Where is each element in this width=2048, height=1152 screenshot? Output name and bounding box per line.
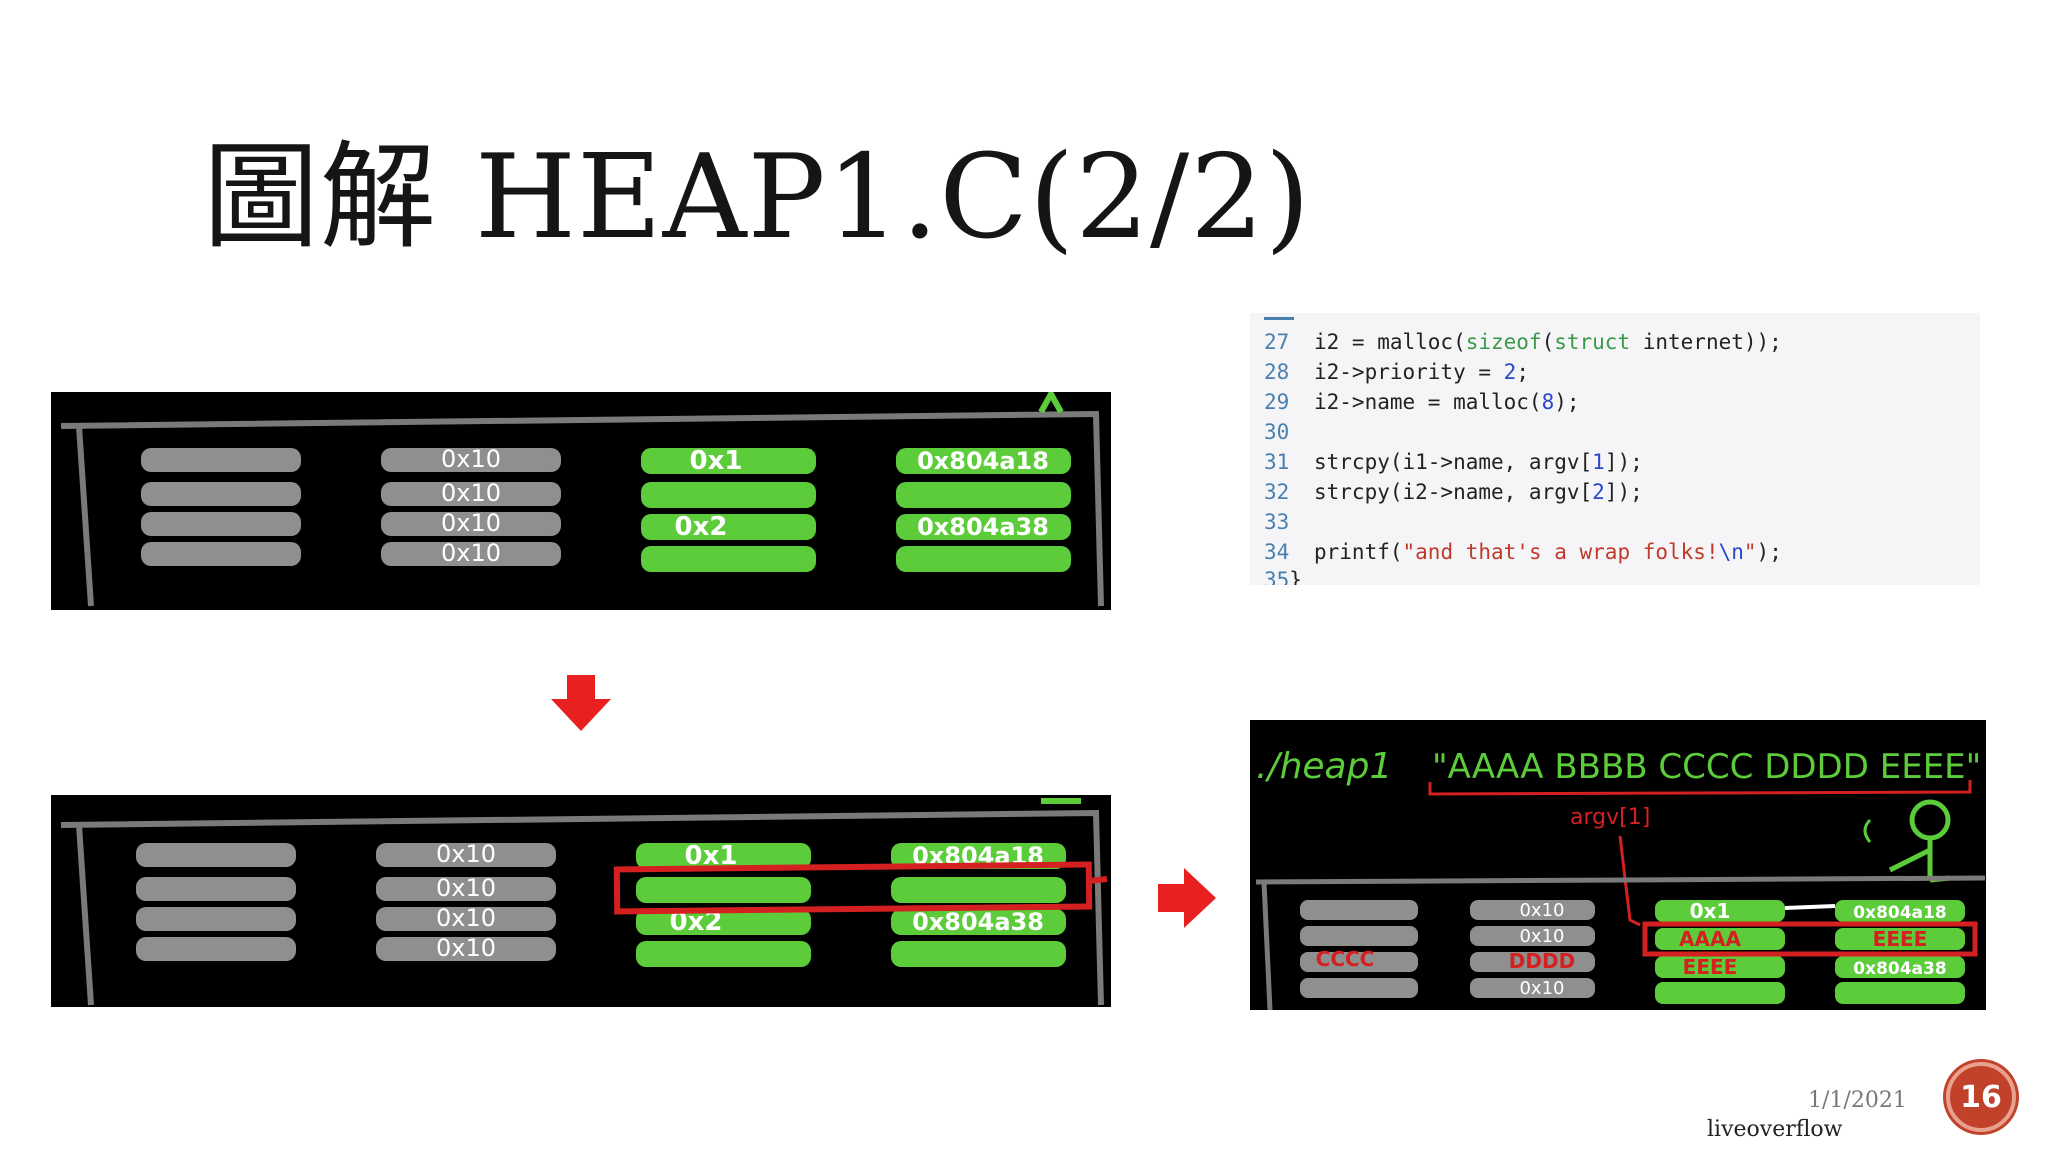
code-line-30: 30 — [1264, 417, 1314, 447]
heap-diagram-before: 0x10 0x10 0x10 0x10 0x1 0x2 0x804a18 0x8… — [51, 392, 1111, 610]
heap-after-col2-row3: 0x10 — [436, 904, 496, 932]
heap-before-col2-row2: 0x10 — [441, 479, 501, 507]
line-number: 29 — [1264, 390, 1290, 414]
exploit-col2-row1: 0x10 — [1519, 900, 1564, 921]
line-number: 35 — [1264, 568, 1290, 585]
exploit-col3-row1: 0x1 — [1690, 899, 1731, 923]
overflow-highlight-box — [613, 861, 1093, 915]
line-number: 34 — [1264, 540, 1290, 564]
exploit-col4-row2: EEEE — [1873, 927, 1928, 951]
exploit-highlight-box — [1642, 921, 1978, 957]
heap-chunks-after: 0x10 0x10 0x10 0x10 0x1 0x2 0x804a18 0x8… — [60, 798, 1108, 1006]
exploit-col2-row2: 0x10 — [1519, 926, 1564, 947]
exploit-col4-row1: 0x804a18 — [1853, 903, 1946, 923]
slide-author: liveoverflow — [1707, 1117, 1843, 1142]
line-number: 27 — [1264, 330, 1290, 354]
heap-after-col2-row2: 0x10 — [436, 874, 496, 902]
line-number: 33 — [1264, 510, 1290, 534]
heap-before-col2-row4: 0x10 — [441, 539, 501, 567]
line-number: 31 — [1264, 450, 1290, 474]
heap-before-col3-row1: 0x1 — [690, 446, 743, 476]
down-arrow-icon — [551, 675, 611, 731]
exploit-col3-row3: EEEE — [1683, 955, 1738, 979]
argv-label: argv[1] — [1570, 805, 1650, 830]
exploit-col2-row4: 0x10 — [1519, 978, 1564, 999]
exploit-drawing: ./heap1 "AAAA BBBB CCCC DDDD EEEE" argv[… — [1255, 746, 1986, 1010]
command-label: ./heap1 — [1256, 746, 1392, 787]
heap-before-col2-row3: 0x10 — [441, 509, 501, 537]
exploit-col3-row2: AAAA — [1679, 927, 1741, 951]
code-line-33: 33 — [1264, 507, 1314, 537]
heap-chunks-before: 0x10 0x10 0x10 0x10 0x1 0x2 0x804a18 0x8… — [60, 392, 1104, 607]
heap-before-col3-row3: 0x2 — [675, 512, 728, 542]
argument-label: "AAAA BBBB CCCC DDDD EEEE" — [1432, 747, 1981, 787]
exploit-col2-row3: DDDD — [1509, 949, 1575, 973]
exploit-col1-overwrite: CCCC — [1316, 947, 1375, 971]
heap-before-col4-row1: 0x804a18 — [917, 447, 1049, 475]
exploit-col4-row3: 0x804a38 — [1853, 959, 1946, 979]
line-number: 28 — [1264, 360, 1290, 384]
heap-after-col2-row4: 0x10 — [436, 934, 496, 962]
code-line-35: 35} — [1264, 565, 1302, 585]
code-text: } — [1289, 568, 1302, 585]
heap-after-col4-row3: 0x804a38 — [912, 908, 1044, 936]
heap-before-col4-row3: 0x804a38 — [917, 513, 1049, 541]
code-cutoff-line — [1264, 313, 1294, 320]
heap-before-col2-row1: 0x10 — [441, 445, 501, 473]
line-number: 30 — [1264, 420, 1290, 444]
page-number-badge: 16 — [1946, 1062, 2016, 1132]
heap-exploit-diagram: ./heap1 "AAAA BBBB CCCC DDDD EEEE" argv[… — [1250, 720, 1986, 1010]
heap-diagram-after: 0x10 0x10 0x10 0x10 0x1 0x2 0x804a18 0x8… — [51, 795, 1111, 1007]
line-number: 32 — [1264, 480, 1290, 504]
heap-after-col2-row1: 0x10 — [436, 840, 496, 868]
slide-title: 圖解 HEAP1.C(2/2) — [203, 130, 1312, 265]
slide-date: 1/1/2021 — [1808, 1088, 1907, 1113]
right-arrow-icon — [1158, 868, 1216, 928]
